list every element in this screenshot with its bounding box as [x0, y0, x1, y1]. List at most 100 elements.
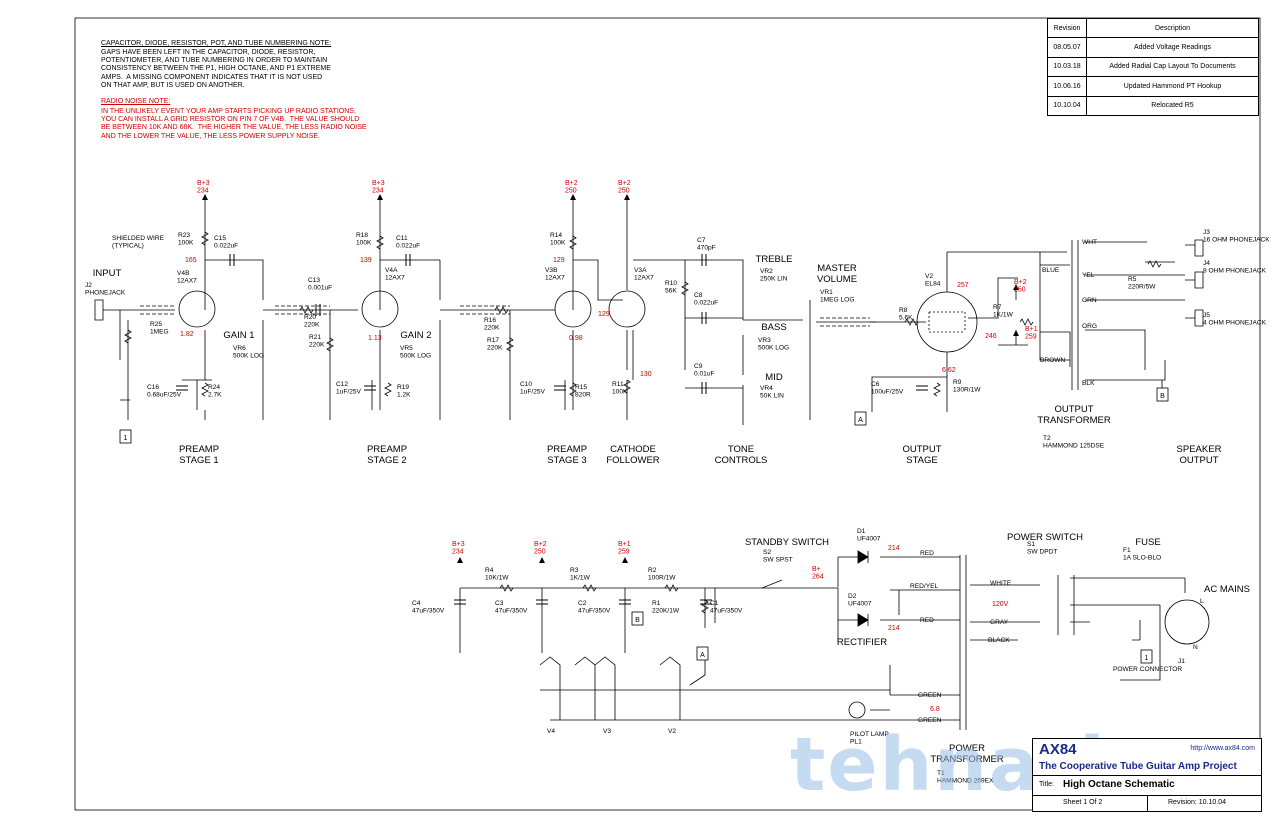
component-label: GRN	[1082, 297, 1097, 304]
voltage-reading: 214	[888, 545, 900, 552]
voltage-reading: B+264	[812, 566, 824, 581]
brand-name: AX84	[1039, 741, 1077, 758]
revision-desc: Relocated R5	[1086, 95, 1259, 117]
connector-label: A	[700, 652, 705, 659]
revision-number: Revision: 10.10.04	[1168, 799, 1226, 806]
component-label: WHITE	[990, 580, 1012, 587]
connector-label: B	[1160, 393, 1165, 400]
section-label-gain1: GAIN 1	[223, 330, 254, 341]
section-label-bass: BASS	[761, 322, 786, 333]
component-label: SHIELDED WIRE(TYPICAL)	[112, 235, 165, 250]
section-label-gain2: GAIN 2	[400, 330, 431, 341]
component-label: RED	[920, 617, 934, 624]
component-label: GREEN	[918, 717, 942, 724]
connector-label: 1	[1145, 655, 1149, 662]
brand-url[interactable]: http://www.ax84.com	[1190, 745, 1255, 752]
voltage-reading: 0.98	[569, 335, 583, 342]
voltage-reading: 6.62	[942, 367, 956, 374]
component-label: V4	[547, 728, 555, 735]
section-label-treble: TREBLE	[756, 254, 793, 265]
section-label-mid: MID	[765, 372, 783, 383]
voltage-reading: 1.13	[368, 335, 382, 342]
component-label: BLACK	[988, 637, 1010, 644]
brand-subtitle: The Cooperative Tube Guitar Amp Project	[1039, 761, 1237, 772]
component-label: BLK	[1082, 380, 1095, 387]
component-label: POWER CONNECTOR	[1113, 666, 1182, 673]
voltage-reading: 129	[598, 311, 610, 318]
voltage-reading: 139	[360, 257, 372, 264]
section-label-fuse: FUSE	[1135, 537, 1160, 548]
voltage-reading: 214	[888, 625, 900, 632]
component-label: YEL	[1082, 272, 1095, 279]
radio-note-body: IN THE UNLIKELY EVENT YOUR AMP STARTS PI…	[101, 108, 367, 140]
component-label: WHT	[1082, 239, 1097, 246]
component-label: RED/YEL	[910, 583, 939, 590]
component-label: GRAY	[990, 619, 1009, 626]
component-label: V3	[603, 728, 611, 735]
section-label-ac-mains: AC MAINS	[1204, 584, 1250, 595]
voltage-reading: 129	[553, 257, 565, 264]
component-label: ORG	[1082, 323, 1097, 330]
component-label: RED	[920, 550, 934, 557]
voltage-reading: 130	[640, 371, 652, 378]
